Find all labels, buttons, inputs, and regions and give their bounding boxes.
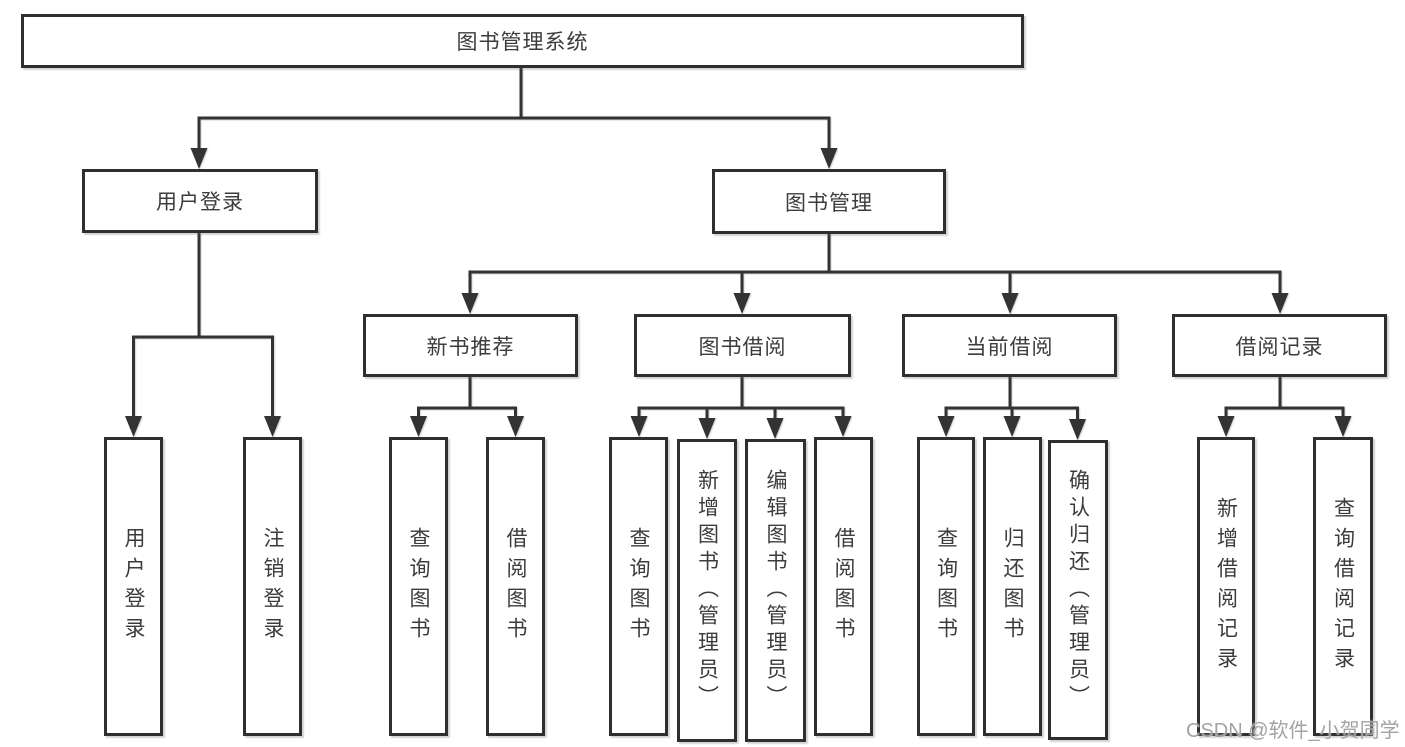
- leaf-label: 查询借阅记录: [1331, 496, 1355, 677]
- node-label: 用户登录: [156, 191, 244, 214]
- leaf-query-books-current: 查询图书: [917, 437, 975, 736]
- leaf-label: 新增图书（管理员）: [695, 469, 719, 712]
- node-label: 新书推荐: [426, 335, 515, 359]
- node-label: 图书管理: [785, 191, 873, 215]
- leaf-query-books-borrow: 查询图书: [609, 437, 668, 736]
- leaf-add-books-admin: 新增图书（管理员）: [677, 439, 737, 742]
- node-new-book-recommendation: 新书推荐: [363, 314, 578, 377]
- node-label: 图书管理系统: [456, 31, 589, 54]
- leaf-label: 注销登录: [261, 526, 284, 647]
- node-label: 图书借阅: [698, 335, 787, 359]
- leaf-query-books-recommend: 查询图书: [389, 437, 448, 736]
- leaf-label: 查询图书: [934, 526, 958, 647]
- leaf-label: 借阅图书: [504, 526, 527, 647]
- leaf-edit-books-admin: 编辑图书（管理员）: [745, 439, 806, 742]
- node-book-borrowing: 图书借阅: [634, 314, 851, 377]
- node-library-management-system: 图书管理系统: [21, 14, 1024, 68]
- leaf-label: 新增借阅记录: [1214, 496, 1238, 677]
- leaf-label: 编辑图书（管理员）: [764, 469, 787, 712]
- leaf-borrow-books-borrow: 借阅图书: [814, 437, 873, 736]
- leaf-label: 归还图书: [1001, 526, 1024, 647]
- leaf-label: 查询图书: [627, 526, 650, 647]
- node-borrowing-records: 借阅记录: [1172, 314, 1387, 377]
- leaf-borrow-books-recommend: 借阅图书: [486, 437, 545, 736]
- leaf-add-borrow-record: 新增借阅记录: [1197, 437, 1255, 736]
- node-current-borrowing: 当前借阅: [902, 314, 1117, 377]
- leaf-confirm-return-admin: 确认归还（管理员）: [1048, 440, 1108, 740]
- node-book-management: 图书管理: [712, 169, 946, 234]
- csdn-watermark: CSDN @软件_小贺同学: [1186, 720, 1400, 742]
- leaf-logout: 注销登录: [243, 437, 302, 736]
- node-label: 当前借阅: [965, 335, 1054, 359]
- node-label: 借阅记录: [1235, 335, 1324, 359]
- leaf-return-books: 归还图书: [983, 437, 1042, 736]
- leaf-label: 确认归还（管理员）: [1066, 468, 1090, 712]
- leaf-user-login: 用户登录: [104, 437, 163, 736]
- node-user-login: 用户登录: [82, 169, 318, 233]
- leaf-label: 用户登录: [122, 526, 145, 647]
- leaf-label: 查询图书: [407, 526, 430, 647]
- leaf-query-borrow-record: 查询借阅记录: [1313, 437, 1373, 736]
- leaf-label: 借阅图书: [832, 526, 855, 647]
